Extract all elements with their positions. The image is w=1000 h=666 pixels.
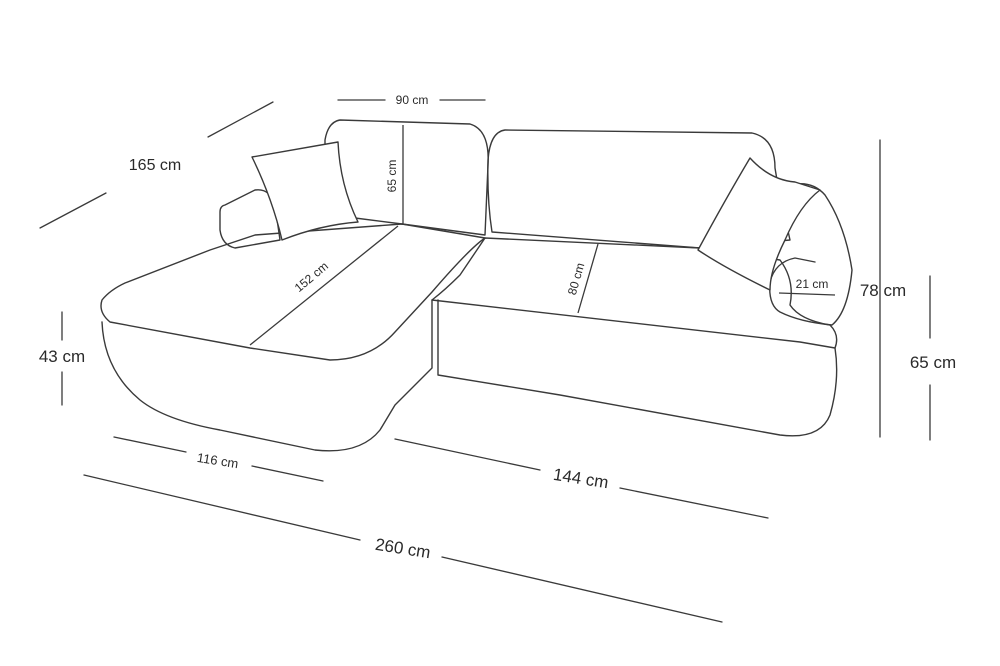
arm-width-marker bbox=[778, 292, 836, 296]
seat-height-label: 43 cm bbox=[39, 347, 85, 366]
sofa-width-line-left bbox=[394, 438, 541, 471]
seat-depth-marker bbox=[577, 243, 599, 314]
chaise-width-line-right bbox=[251, 465, 324, 482]
total-width-line-right bbox=[441, 556, 723, 623]
chaise-width-label: 116 cm bbox=[196, 450, 240, 471]
chaise-depth-line-upper bbox=[207, 101, 274, 138]
dimension-labels: 90 cm 65 cm 165 cm 152 cm 80 cm 21 cm 78… bbox=[39, 93, 956, 562]
right-pillow bbox=[697, 157, 821, 291]
chaise-seat bbox=[100, 223, 486, 361]
chaise-depth-line-lower bbox=[39, 192, 107, 229]
chaise-depth-label: 165 cm bbox=[129, 157, 181, 174]
chaise-front bbox=[101, 299, 433, 452]
sofa-width-label: 144 cm bbox=[552, 465, 610, 492]
seat-back-height-label: 65 cm bbox=[910, 353, 956, 372]
chaise-length-label: 152 cm bbox=[292, 259, 331, 295]
total-width-line-left bbox=[83, 474, 361, 541]
main-front bbox=[437, 299, 838, 437]
dimension-lines bbox=[39, 99, 931, 623]
total-width-label: 260 cm bbox=[374, 535, 432, 562]
sofa-drawing bbox=[100, 119, 853, 452]
main-back-cushion bbox=[487, 129, 791, 249]
total-height-label: 78 cm bbox=[860, 281, 906, 300]
back-width-label: 90 cm bbox=[396, 93, 429, 107]
chaise-length-marker bbox=[249, 225, 399, 346]
left-pillow bbox=[251, 141, 359, 241]
sofa-width-line-right bbox=[619, 487, 769, 519]
chaise-width-line-left bbox=[113, 436, 187, 453]
arm-width-label: 21 cm bbox=[796, 277, 829, 291]
back-height-label: 65 cm bbox=[385, 160, 399, 193]
